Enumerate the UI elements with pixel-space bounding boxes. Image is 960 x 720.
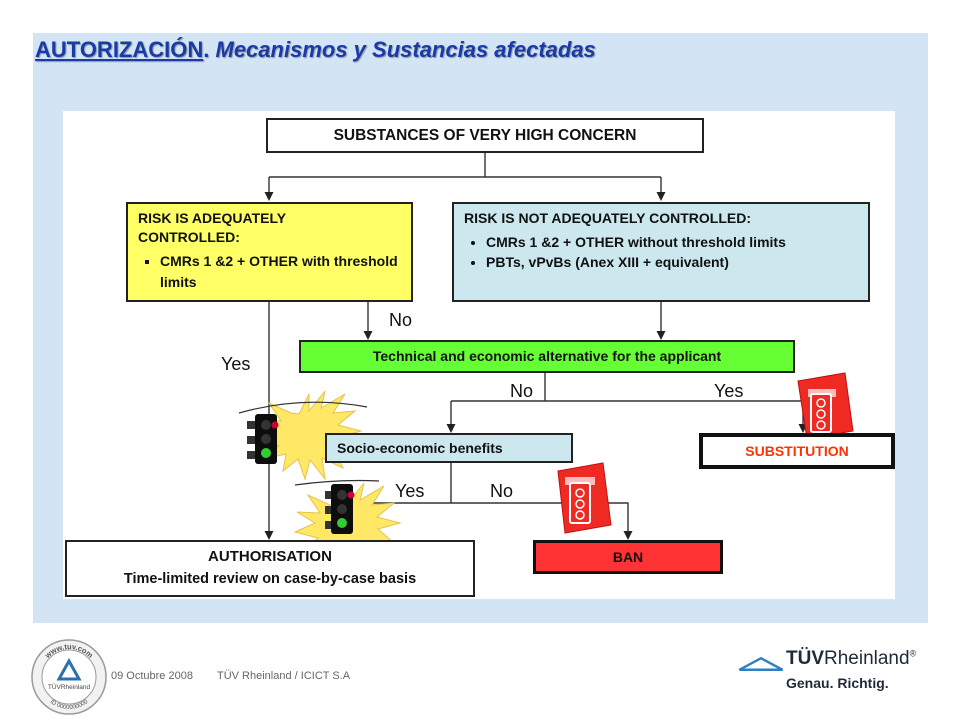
slide-title: AUTORIZACIÓN. Mecanismos y Sustancias af… xyxy=(35,37,596,63)
risk-adequate-list: CMRs 1 &2 + OTHER with threshold limits xyxy=(138,251,401,293)
title-separator: . xyxy=(203,37,216,62)
footer-company: TÜV Rheinland / ICICT S.A xyxy=(217,670,351,682)
ban-box: BAN xyxy=(533,540,723,574)
risk-not-adequate-list: CMRs 1 &2 + OTHER without threshold limi… xyxy=(464,232,858,273)
authorisation-title: AUTHORISATION xyxy=(208,548,332,565)
footer-date: 09 Octubre 2008 xyxy=(111,670,193,682)
traffic-light-red-icon-2 xyxy=(557,462,612,534)
tuv-certification-seal: www.tuv.com ID 0000000000 TÜVRheinland xyxy=(31,639,107,715)
title-keyword: AUTORIZACIÓN xyxy=(35,37,204,62)
brand-rheinland: Rheinland xyxy=(824,648,910,669)
authorisation-subtitle: Time-limited review on case-by-case basi… xyxy=(123,571,417,587)
label-no-socio: No xyxy=(490,481,514,501)
risk-adequately-controlled-box: RISK IS ADEQUATELY CONTROLLED: CMRs 1 &2… xyxy=(126,202,413,302)
risk-adequate-item: CMRs 1 &2 + OTHER with threshold limits xyxy=(160,251,401,293)
risk-not-adequate-item: CMRs 1 &2 + OTHER without threshold limi… xyxy=(486,232,858,252)
label-no-adequate: No xyxy=(389,310,413,330)
arrow-socio-no-to-ban xyxy=(451,502,633,540)
title-subtitle: Mecanismos y Sustancias afectadas xyxy=(215,37,596,62)
risk-not-adequately-controlled-box: RISK IS NOT ADEQUATELY CONTROLLED: CMRs … xyxy=(452,202,870,302)
label-yes-socio: Yes xyxy=(395,481,425,501)
authorisation-box: AUTHORISATION Time-limited review on cas… xyxy=(65,540,475,597)
socio-economic-box: Socio-economic benefits xyxy=(325,433,573,463)
risk-not-adequate-item: PBTs, vPvBs (Anex XIII + equivalent) xyxy=(486,252,858,273)
brand-tagline: Genau. Richtig. xyxy=(786,675,889,691)
risk-adequate-heading: RISK IS ADEQUATELY CONTROLLED: xyxy=(138,210,286,245)
label-yes-left: Yes xyxy=(221,354,251,374)
risk-not-adequate-heading: RISK IS NOT ADEQUATELY CONTROLLED: xyxy=(464,210,752,226)
label-yes-alternative: Yes xyxy=(714,381,744,401)
flow-diagram: SUBSTANCES OF VERY HIGH CONCERN RISK IS … xyxy=(63,111,895,599)
svhc-box: SUBSTANCES OF VERY HIGH CONCERN xyxy=(266,118,704,153)
brand-tuv: TÜV xyxy=(786,648,824,669)
brand-mark: ® xyxy=(909,648,917,659)
alternative-box: Technical and economic alternative for t… xyxy=(299,340,795,373)
traffic-light-red-icon xyxy=(797,372,854,440)
brand-name: TÜVRheinland® xyxy=(786,648,916,670)
tuv-logo-icon xyxy=(738,656,784,671)
substitution-box: SUBSTITUTION xyxy=(699,433,895,469)
label-no-alternative: No xyxy=(510,381,534,401)
seal-brand: TÜVRheinland xyxy=(48,683,91,691)
